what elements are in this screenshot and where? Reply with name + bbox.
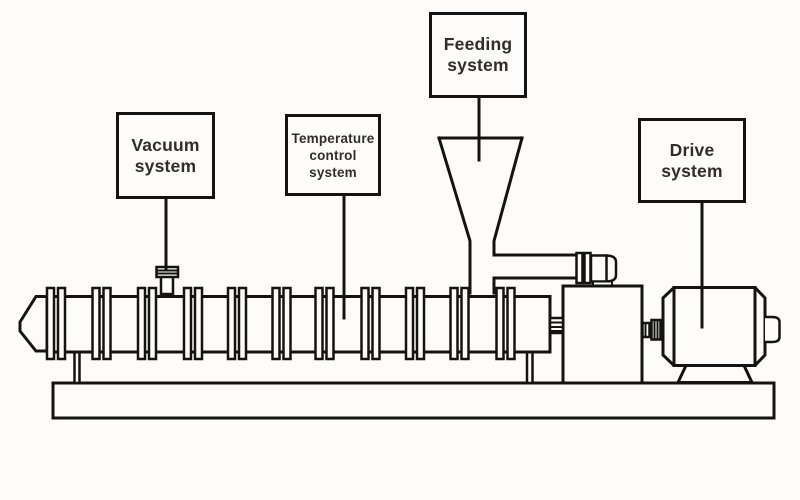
flange-ring [237, 286, 248, 361]
label-box-vacuum-system: Vacuum system [116, 112, 215, 199]
barrel [45, 295, 552, 354]
drive-label-line2: system [661, 160, 723, 181]
feeding-system-label: Feeding system [444, 34, 513, 76]
die-head [18, 295, 50, 353]
flange-ring [56, 286, 67, 361]
flange-ring [314, 286, 324, 361]
motor-mount [675, 364, 755, 384]
gearbox [561, 284, 644, 385]
temperature-label-line1: Temperature [291, 130, 375, 146]
drive-label-line1: Drive [669, 139, 715, 160]
temperature-label-line2: control [309, 147, 357, 163]
flange-ring [91, 286, 101, 361]
temperature-label-line3: system [309, 164, 357, 180]
flange-ring [404, 286, 415, 361]
flange-ring [45, 286, 56, 361]
flange-ring [147, 286, 158, 361]
flange-ring [325, 286, 335, 361]
motor-shaft-stub [763, 315, 781, 344]
flange-ring [360, 286, 370, 361]
support-leg-left [73, 350, 81, 385]
barrel-flanges [45, 286, 516, 361]
flange-ring [182, 286, 193, 361]
screw-shaft [548, 316, 565, 335]
flange-ring [495, 286, 505, 361]
flange-ring [282, 286, 292, 361]
drive-motor [661, 286, 781, 384]
feeding-label-line1: Feeding [443, 34, 513, 54]
feed-conveyor [492, 253, 580, 280]
flange-ring [226, 286, 237, 361]
feed-motor [575, 251, 618, 287]
flange-ring [136, 286, 147, 361]
vacuum-system-label: Vacuum system [131, 135, 199, 177]
flange-ring [193, 286, 204, 361]
vacuum-port [155, 265, 180, 296]
flange-ring [371, 286, 381, 361]
feeding-label-line2: system [447, 55, 509, 75]
base-plate [51, 381, 776, 420]
support-leg-right [525, 350, 534, 385]
flange-ring [271, 286, 281, 361]
flange-ring [415, 286, 426, 361]
flange-ring [506, 286, 516, 361]
drive-system-label: Drive system [661, 140, 723, 182]
flange-ring [449, 286, 459, 361]
label-box-feeding-system: Feeding system [429, 12, 527, 98]
label-box-drive-system: Drive system [638, 118, 746, 203]
label-box-temperature-control-system: Temperature control system [285, 114, 381, 196]
vacuum-label-line1: Vacuum [131, 134, 200, 155]
temperature-system-label: Temperature control system [292, 130, 375, 181]
flange-ring [460, 286, 470, 361]
motor-coupling [641, 318, 662, 341]
flange-ring [102, 286, 112, 361]
vacuum-label-line2: system [134, 155, 197, 176]
